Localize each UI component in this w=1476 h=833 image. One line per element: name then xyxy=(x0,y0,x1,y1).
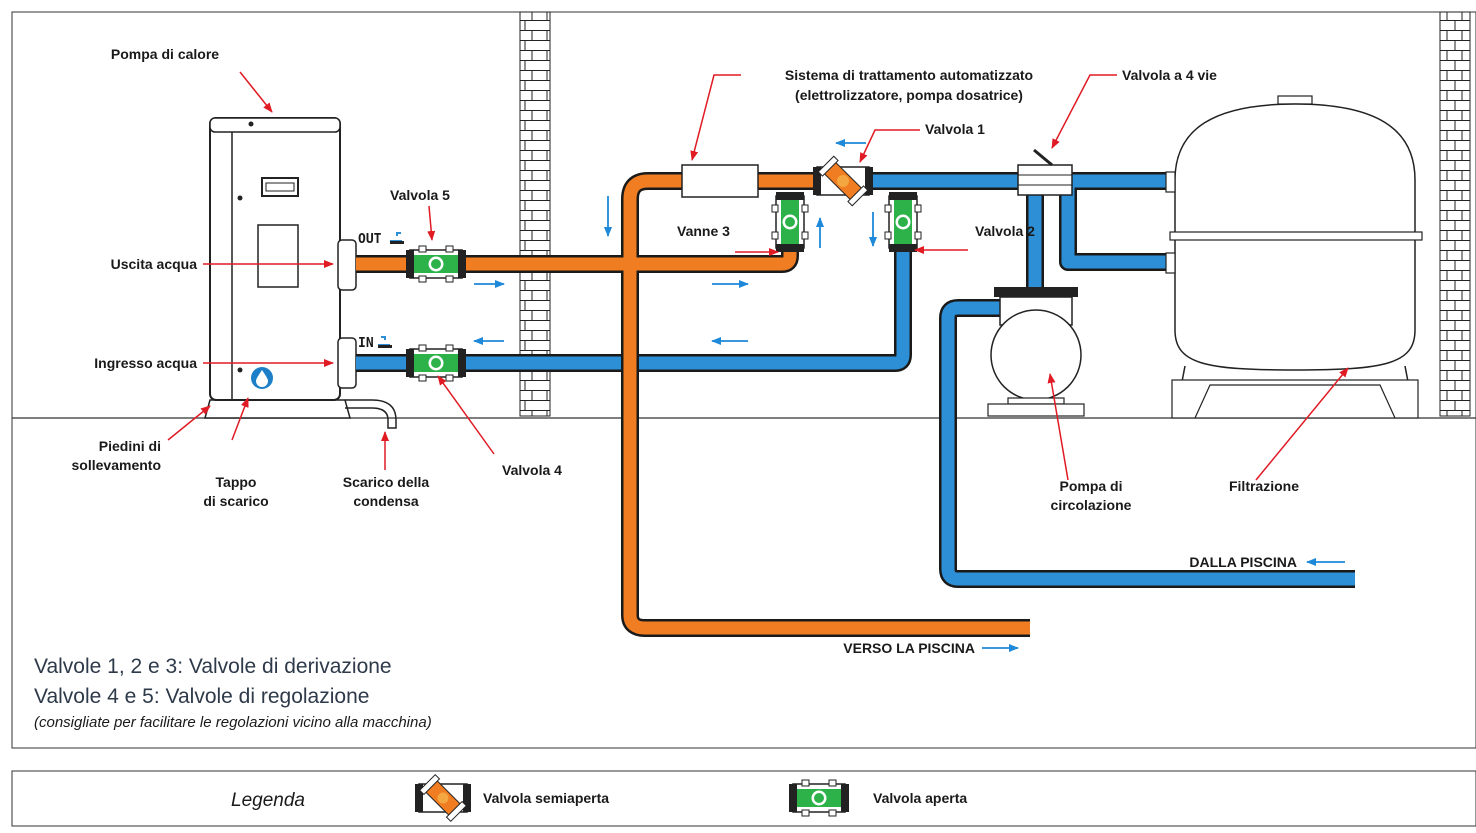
note-regulation-valves: Valvole 4 e 5: Valvole di regolazione xyxy=(34,685,369,708)
label-valve-5: Valvola 5 xyxy=(390,187,450,203)
label-water-inlet: Ingresso acqua xyxy=(94,355,197,371)
cold-water-pipes xyxy=(356,174,1355,586)
circulation-pump xyxy=(987,287,1085,417)
label-drain-plug-2: di scarico xyxy=(203,493,268,509)
filter-tank xyxy=(1165,95,1423,419)
label-to-pool: VERSO LA PISCINA xyxy=(843,640,975,656)
treatment-system-box xyxy=(681,164,759,198)
label-condensate-2: condensa xyxy=(353,493,419,509)
valve-open-icon xyxy=(406,344,466,382)
label-heat-pump: Pompa di calore xyxy=(111,46,219,62)
label-valve-3: Vanne 3 xyxy=(677,223,730,239)
label-treatment-1: Sistema di trattamento automatizzato xyxy=(785,67,1033,83)
label-filtration: Filtrazione xyxy=(1229,478,1299,494)
note-bypass-valves: Valvole 1, 2 e 3: Valvole di derivazione xyxy=(34,655,392,678)
diagram-frame xyxy=(11,11,1476,749)
label-circulation-pump-2: circolazione xyxy=(1051,497,1132,513)
condensate-drain xyxy=(345,399,397,429)
brick-wall-left xyxy=(519,11,551,417)
port-in-label: IN xyxy=(358,336,374,351)
lifting-feet xyxy=(204,399,351,419)
label-valve-1: Valvola 1 xyxy=(925,121,985,137)
label-lifting-feet-2: sollevamento xyxy=(72,457,161,473)
valve-open-icon xyxy=(771,192,809,252)
brick-wall-right xyxy=(1439,11,1471,417)
droplet-icon xyxy=(251,367,273,389)
legend-title: Legenda xyxy=(231,790,305,811)
heat-pump-unit xyxy=(204,117,357,419)
label-four-way-valve: Valvola a 4 vie xyxy=(1122,67,1217,83)
hot-water-pipes xyxy=(356,174,1030,635)
legend-frame xyxy=(11,770,1476,827)
port-out-label: OUT xyxy=(358,232,382,247)
legend-open-label: Valvola aperta xyxy=(873,790,967,806)
legend-half-open-label: Valvola semiaperta xyxy=(483,790,609,806)
label-condensate-1: Scarico della xyxy=(343,474,430,490)
four-way-valve xyxy=(1017,148,1073,196)
label-treatment-2: (elettrolizzatore, pompa dosatrice) xyxy=(795,87,1023,103)
label-valve-4: Valvola 4 xyxy=(502,462,562,478)
valve-open-icon xyxy=(789,779,849,817)
label-water-outlet: Uscita acqua xyxy=(111,256,198,272)
valve-open-icon xyxy=(406,245,466,283)
pointer-arrows xyxy=(167,71,1349,481)
label-valve-2: Valvola 2 xyxy=(975,223,1035,239)
label-drain-plug-1: Tappo xyxy=(216,474,257,490)
valve-half-open-icon xyxy=(415,773,471,823)
note-recommendation: (consigliate per facilitare le regolazio… xyxy=(34,714,432,731)
valve-open-icon xyxy=(884,192,922,252)
label-lifting-feet-1: Piedini di xyxy=(99,438,161,454)
label-from-pool: DALLA PISCINA xyxy=(1189,554,1297,570)
valve-half-open-icon xyxy=(813,155,873,207)
flow-arrows xyxy=(473,139,1345,652)
label-circulation-pump-1: Pompa di xyxy=(1059,478,1122,494)
